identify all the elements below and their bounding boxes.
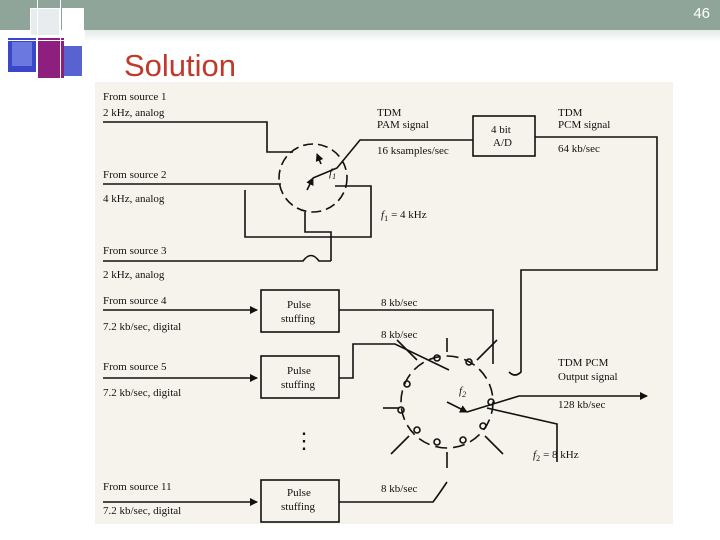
commutator2 <box>383 338 648 468</box>
f2-equation: f2= 8 kHz <box>533 449 579 463</box>
source4-spec: 7.2 kb/sec, digital <box>103 321 181 333</box>
stuffing-box-4 <box>260 289 340 333</box>
source1-spec: 2 kHz, analog <box>103 107 165 119</box>
more-sources-ellipsis: ⋮ <box>293 428 315 453</box>
source3-line <box>103 254 331 262</box>
stuff4-out <box>339 309 494 364</box>
pam-label-1: TDM <box>377 107 402 119</box>
source11-spec: 7.2 kb/sec, digital <box>103 505 181 517</box>
slide-title: Solution <box>124 48 237 83</box>
tdm-diagram-svg: From source 1 2 kHz, analog From source … <box>103 91 658 523</box>
header-shade <box>85 30 720 42</box>
source4-name: From source 4 <box>103 295 167 307</box>
commutator1-loop <box>244 185 372 238</box>
source5-name: From source 5 <box>103 361 167 373</box>
source3-spec: 2 kHz, analog <box>103 269 165 281</box>
source2-spec: 4 kHz, analog <box>103 193 165 205</box>
commutator1-arm <box>312 139 473 179</box>
stuffing5-line1: Pulse <box>287 365 311 377</box>
stuffing4-line2: stuffing <box>281 313 316 325</box>
source11-name: From source 11 <box>103 481 172 493</box>
source1-name: From source 1 <box>103 91 167 103</box>
output-rate: 128 kb/sec <box>558 399 605 411</box>
source1-line <box>103 121 293 153</box>
ad-label-1: 4 bit <box>491 124 511 136</box>
pam-rate: 16 ksamples/sec <box>377 145 449 157</box>
source3-name: From source 3 <box>103 245 167 257</box>
commutator1-bottom <box>304 212 332 261</box>
f1-label: f1 <box>329 167 336 181</box>
source5-spec: 7.2 kb/sec, digital <box>103 387 181 399</box>
stuffing11-line2: stuffing <box>281 501 316 513</box>
output-label-1: TDM PCM <box>558 357 609 369</box>
commutator1-pointer-2 <box>315 153 324 165</box>
source2-name: From source 2 <box>103 169 167 181</box>
f2-label: f2 <box>459 385 466 399</box>
stuff11-rate: 8 kb/sec <box>381 483 417 495</box>
commutator1-circle <box>278 143 348 213</box>
pcm-rate: 64 kb/sec <box>558 143 600 155</box>
ad-label-2: A/D <box>493 137 512 149</box>
pam-label-2: PAM signal <box>377 119 429 131</box>
f1-equation: f1= 4 kHz <box>381 209 427 223</box>
pcm-line <box>508 136 658 376</box>
stuff5-rate: 8 kb/sec <box>381 329 417 341</box>
stuff4-rate: 8 kb/sec <box>381 297 417 309</box>
stuffing5-line2: stuffing <box>281 379 316 391</box>
header-bar: 46 <box>0 0 720 30</box>
tdm-diagram: From source 1 2 kHz, analog From source … <box>95 82 673 524</box>
stuffing-box-11 <box>260 479 340 523</box>
stuff5-out <box>339 343 450 379</box>
pcm-label-2: PCM signal <box>558 119 610 131</box>
ad-box <box>472 115 536 157</box>
stuffing4-line1: Pulse <box>287 299 311 311</box>
commutator1-pointer <box>306 177 314 191</box>
slide-number: 46 <box>693 5 710 22</box>
stuffing-box-5 <box>260 355 340 399</box>
stuff11-out <box>339 481 448 503</box>
output-label-2: Output signal <box>558 371 618 383</box>
pcm-label-1: TDM <box>558 107 583 119</box>
stuffing11-line1: Pulse <box>287 487 311 499</box>
